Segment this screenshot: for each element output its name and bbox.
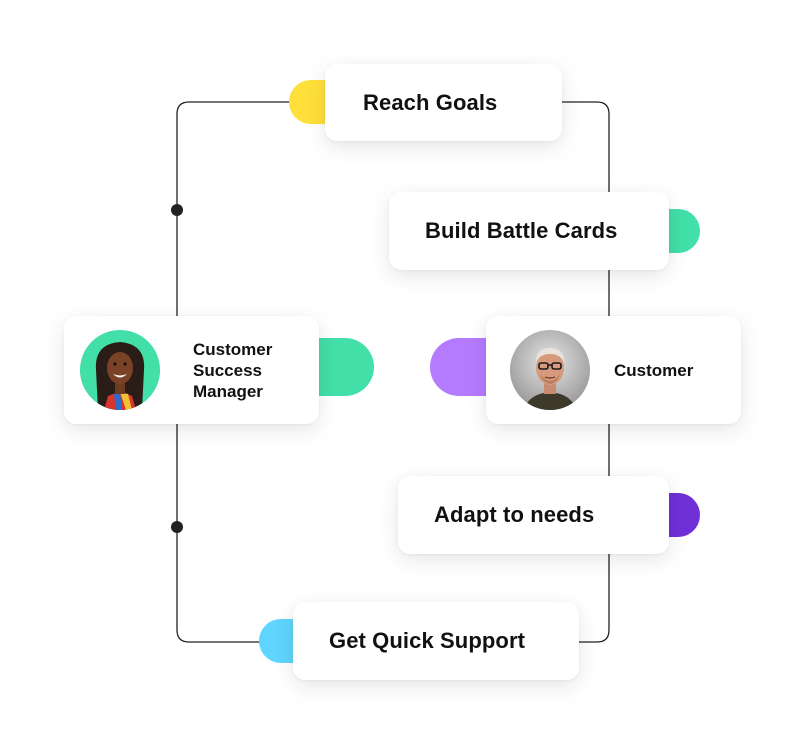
csm-avatar — [80, 330, 160, 410]
build-battle-cards-card: Build Battle Cards — [389, 192, 669, 270]
customer-name: Customer — [614, 360, 694, 380]
csm-avatar-illustration — [80, 330, 160, 410]
adapt-to-needs-card: Adapt to needs — [398, 476, 669, 554]
build-battle-cards-label: Build Battle Cards — [425, 218, 618, 243]
csm-name-line-2: Success — [193, 360, 262, 380]
connector-dot-top — [171, 204, 183, 216]
customer-card: Customer — [486, 316, 741, 424]
get-quick-support-label: Get Quick Support — [329, 628, 526, 653]
adapt-to-needs-label: Adapt to needs — [434, 502, 595, 527]
connector-dot-bottom — [171, 521, 183, 533]
customer-avatar — [510, 330, 590, 410]
customer-success-manager-card: Customer Success Manager — [64, 316, 319, 424]
csm-name-line-3: Manager — [193, 381, 263, 401]
reach-goals-label: Reach Goals — [363, 89, 498, 115]
customer-avatar-illustration — [510, 330, 590, 410]
csm-name-line-1: Customer — [193, 339, 273, 359]
csm-name: Customer Success Manager — [193, 339, 272, 402]
get-quick-support-card: Get Quick Support — [293, 602, 579, 680]
reach-goals-card: Reach Goals — [325, 64, 562, 141]
